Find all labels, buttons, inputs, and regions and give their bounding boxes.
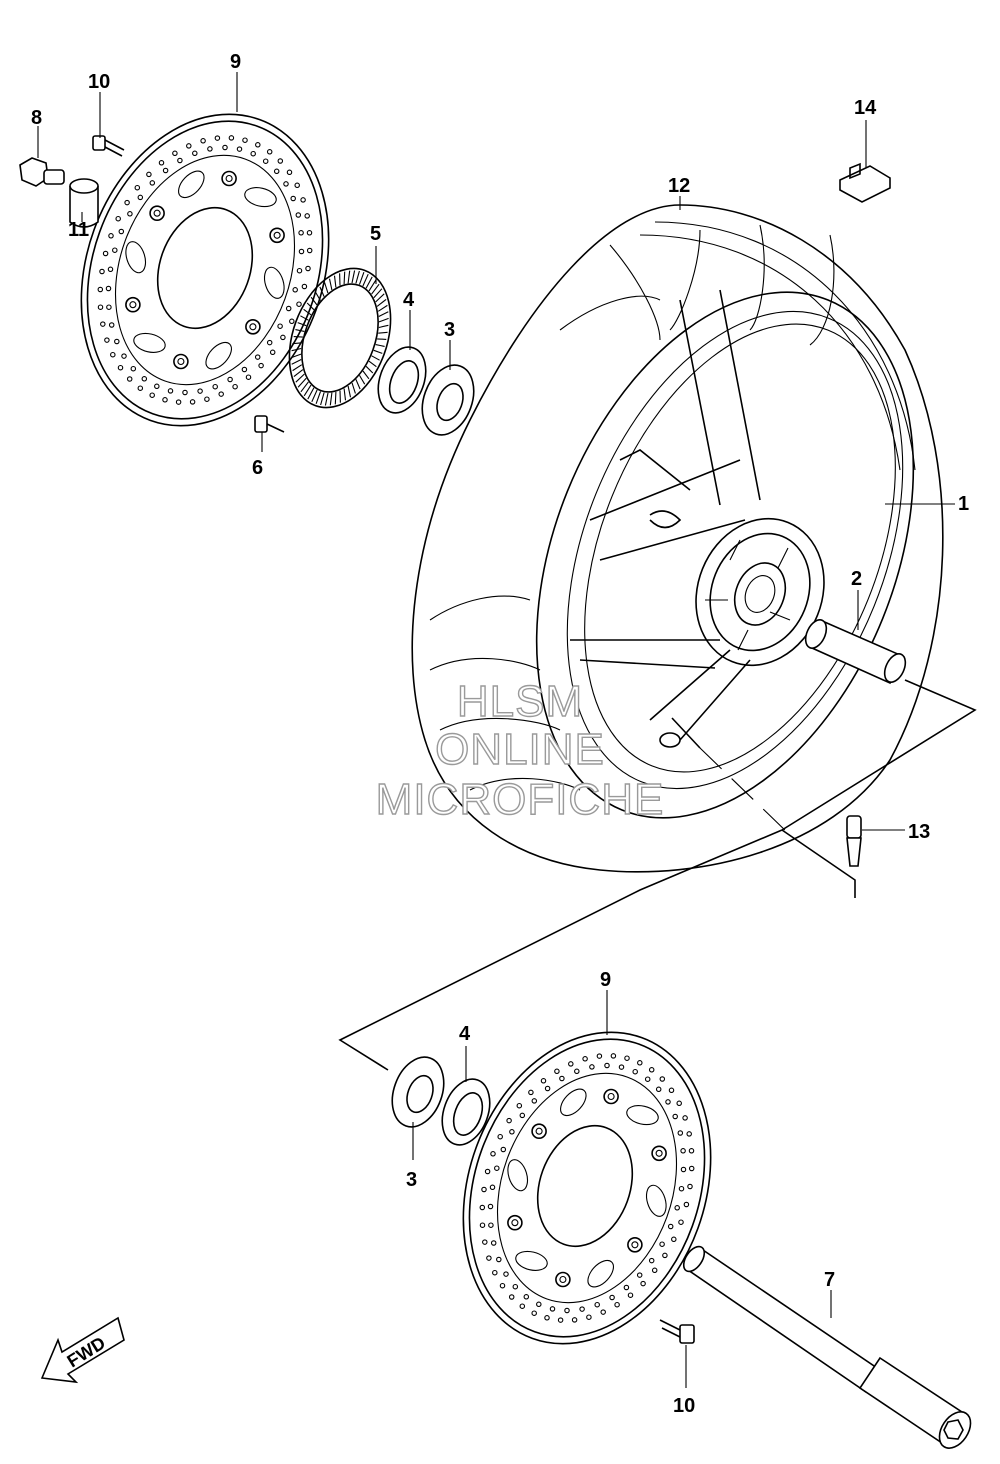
sensor-ring-5 [288, 267, 392, 409]
callout-9-top: 9 [230, 51, 241, 73]
callout-4-top: 4 [403, 289, 415, 311]
watermark-line-1: HLSM [457, 677, 583, 726]
callout-7: 7 [824, 1269, 835, 1291]
bearing-3-bottom [391, 1056, 445, 1128]
oil-seal-4-top [377, 346, 427, 414]
screw-10-top [92, 135, 125, 157]
spacer-2 [804, 618, 907, 685]
callout-10-bottom: 10 [673, 1395, 695, 1417]
callout-10-top: 10 [88, 71, 110, 93]
callout-8: 8 [31, 107, 42, 129]
callout-4-bottom: 4 [459, 1023, 471, 1045]
callout-1: 1 [958, 493, 969, 515]
bolt-8 [19, 157, 65, 187]
brake-disc-bottom [462, 1031, 712, 1345]
oil-seal-4-bottom [441, 1078, 491, 1146]
callout-9-bottom: 9 [600, 969, 611, 991]
brake-disc-top [80, 113, 330, 427]
screw-10-bottom [659, 1319, 695, 1344]
callout-2: 2 [851, 568, 862, 590]
watermark-line-3: MICROFICHE [376, 775, 665, 824]
callout-12: 12 [668, 175, 690, 197]
axle-7 [682, 1245, 972, 1449]
callout-3-top: 3 [444, 319, 455, 341]
callout-6: 6 [252, 457, 263, 479]
wheel-hub [695, 517, 825, 667]
watermark: HLSM ONLINE MICROFICHE [375, 676, 665, 824]
callout-14: 14 [854, 97, 877, 119]
watermark-line-2: ONLINE [435, 725, 605, 774]
valve-13 [846, 815, 862, 867]
callout-3-bottom: 3 [406, 1169, 417, 1191]
fwd-arrow-icon: FWD [40, 1316, 125, 1384]
collar-11 [69, 178, 99, 228]
callouts: 9 10 8 11 5 4 3 6 12 14 1 2 13 9 4 3 7 1… [31, 51, 969, 1417]
callout-11: 11 [68, 219, 89, 241]
assembly-guide-lines [338, 679, 977, 1071]
leader-lines [37, 72, 955, 1388]
screw-6 [254, 415, 285, 433]
wheel-tire-assembly [411, 204, 944, 873]
weight-14 [839, 162, 891, 203]
callout-13: 13 [908, 821, 930, 843]
bearing-3-top [421, 364, 475, 436]
callout-5: 5 [370, 223, 381, 245]
